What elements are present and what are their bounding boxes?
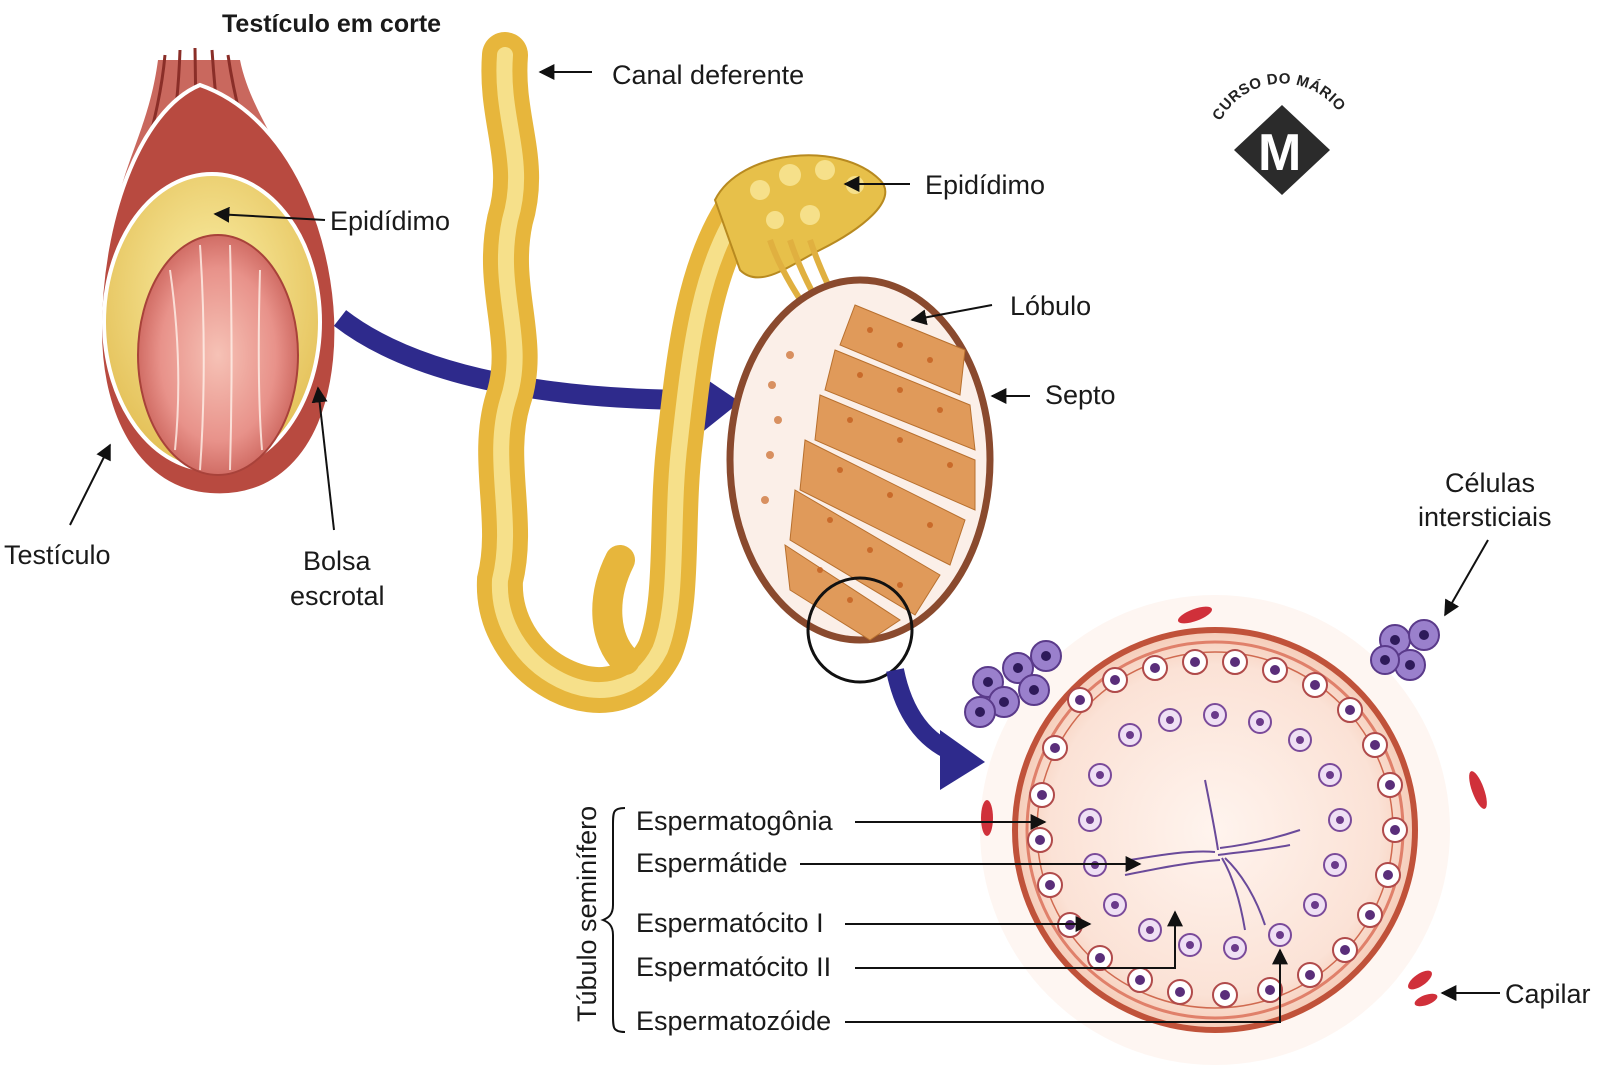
- label-epididimo-left: Epidídimo: [330, 206, 450, 236]
- label-escrotal: escrotal: [290, 581, 385, 611]
- label-espermatogonia: Espermatogônia: [636, 806, 834, 836]
- pointer-line: [1445, 540, 1488, 615]
- label-canal-deferente: Canal deferente: [612, 60, 804, 90]
- label-espermatozoide: Espermatozóide: [636, 1006, 831, 1036]
- label-bolsa: Bolsa: [303, 546, 372, 576]
- label-testiculo: Testículo: [4, 540, 111, 570]
- label-espermatocito-2: Espermatócito II: [636, 952, 831, 982]
- label-lobulo: Lóbulo: [1010, 291, 1091, 321]
- label-epididimo-right: Epidídimo: [925, 170, 1045, 200]
- scrotum-illustration: [70, 48, 336, 530]
- label-intersticiais: intersticiais: [1418, 502, 1552, 532]
- label-espermatide: Espermátide: [636, 848, 788, 878]
- pointer-line: [70, 445, 110, 525]
- label-espermatocito-1: Espermatócito I: [636, 908, 824, 938]
- blue-arrowhead-2: [940, 730, 985, 790]
- diagram-title: Testículo em corte: [222, 10, 441, 38]
- logo-letter: M: [1258, 124, 1301, 182]
- tubule-brace: [603, 808, 625, 1032]
- label-septo: Septo: [1045, 380, 1116, 410]
- curso-do-mario-logo: M CURSO DO MÁRIO: [1209, 70, 1350, 195]
- testis-cross-section: [730, 280, 990, 682]
- label-celulas: Células: [1445, 468, 1535, 498]
- label-capilar: Capilar: [1505, 979, 1591, 1009]
- label-tubulo-seminifero: Túbulo seminífero: [572, 806, 602, 1022]
